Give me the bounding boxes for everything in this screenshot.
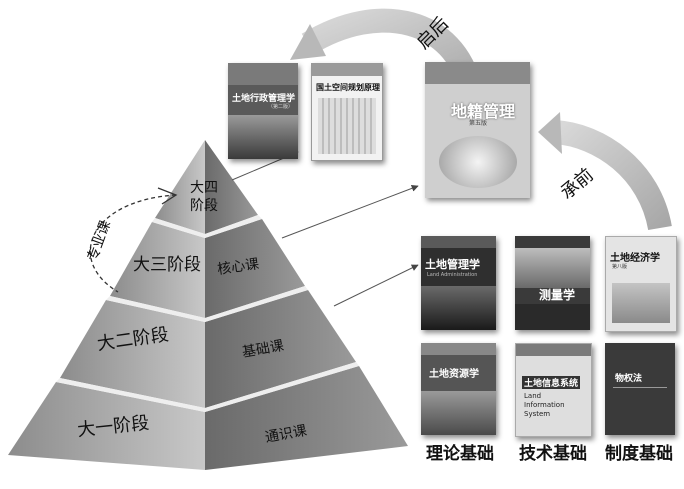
book-property-law: 物权法 (605, 343, 675, 435)
tier-1-right (205, 366, 408, 470)
book-spatial-planning-title: 国土空间规划原理 (316, 83, 380, 92)
book-cadastral-title: 地籍管理 (451, 102, 516, 121)
book-land-resources: 土地资源学 (421, 343, 496, 435)
inherit-label: 承前 (557, 165, 598, 204)
professional-course-arc (89, 194, 177, 293)
book-land-info-system-en2: Information (524, 401, 565, 409)
stage-4-label-1: 大四 (190, 180, 218, 196)
book-land-info-system-title: 土地信息系统 (522, 376, 581, 389)
stage-3-label: 大三阶段 (133, 255, 201, 275)
book-land-admin-edition: （第二版） (268, 104, 294, 110)
book-land-management: 土地管理学 Land Administration (421, 236, 496, 330)
book-land-info-system-en1: Land (524, 392, 542, 400)
book-land-admin-title: 土地行政管理学 (232, 94, 296, 104)
caption-technology: 技术基础 (519, 444, 587, 464)
book-surveying: 测量学 (515, 236, 590, 330)
tier-3-left (110, 222, 205, 318)
book-land-resources-title: 土地资源学 (429, 369, 479, 380)
inherit-arrow (538, 112, 672, 231)
book-land-economics-title: 土地经济学 (610, 253, 660, 264)
tier-1-left (8, 382, 205, 470)
tier-2-left (60, 300, 205, 408)
arrow-tier3-to-books (281, 184, 419, 239)
core-course-label: 核心课 (216, 256, 260, 278)
caption-theory: 理论基础 (426, 444, 494, 464)
book-land-economics-edition: 第八版 (612, 264, 628, 270)
general-course-label: 通识课 (264, 423, 308, 446)
book-land-management-en: Land Administration (427, 272, 478, 278)
book-cadastral: 地籍管理 第五版 (425, 62, 530, 198)
tier-4-right (205, 140, 258, 234)
professional-course-label: 专业课 (85, 218, 114, 263)
stage-4-label-2: 阶段 (190, 198, 218, 214)
tier-2-right (205, 290, 356, 408)
tier-4-left (155, 140, 205, 234)
book-land-info-system: 土地信息系统 Land Information System (515, 343, 592, 437)
arrow-tier2-to-books (333, 264, 419, 307)
book-property-law-title: 物权法 (615, 374, 643, 384)
book-cadastral-edition: 第五版 (469, 120, 488, 127)
book-land-info-system-en3: System (524, 410, 551, 418)
book-spatial-planning: 国土空间规划原理 (311, 63, 383, 161)
tier-3-right (205, 219, 305, 318)
pyramid (8, 140, 408, 470)
book-land-management-title: 土地管理学 (425, 258, 480, 271)
book-surveying-title: 测量学 (539, 288, 576, 302)
book-land-economics: 土地经济学 第八版 (605, 236, 677, 332)
caption-institution: 制度基础 (605, 444, 673, 464)
book-land-admin: 土地行政管理学 （第二版） (228, 63, 298, 159)
